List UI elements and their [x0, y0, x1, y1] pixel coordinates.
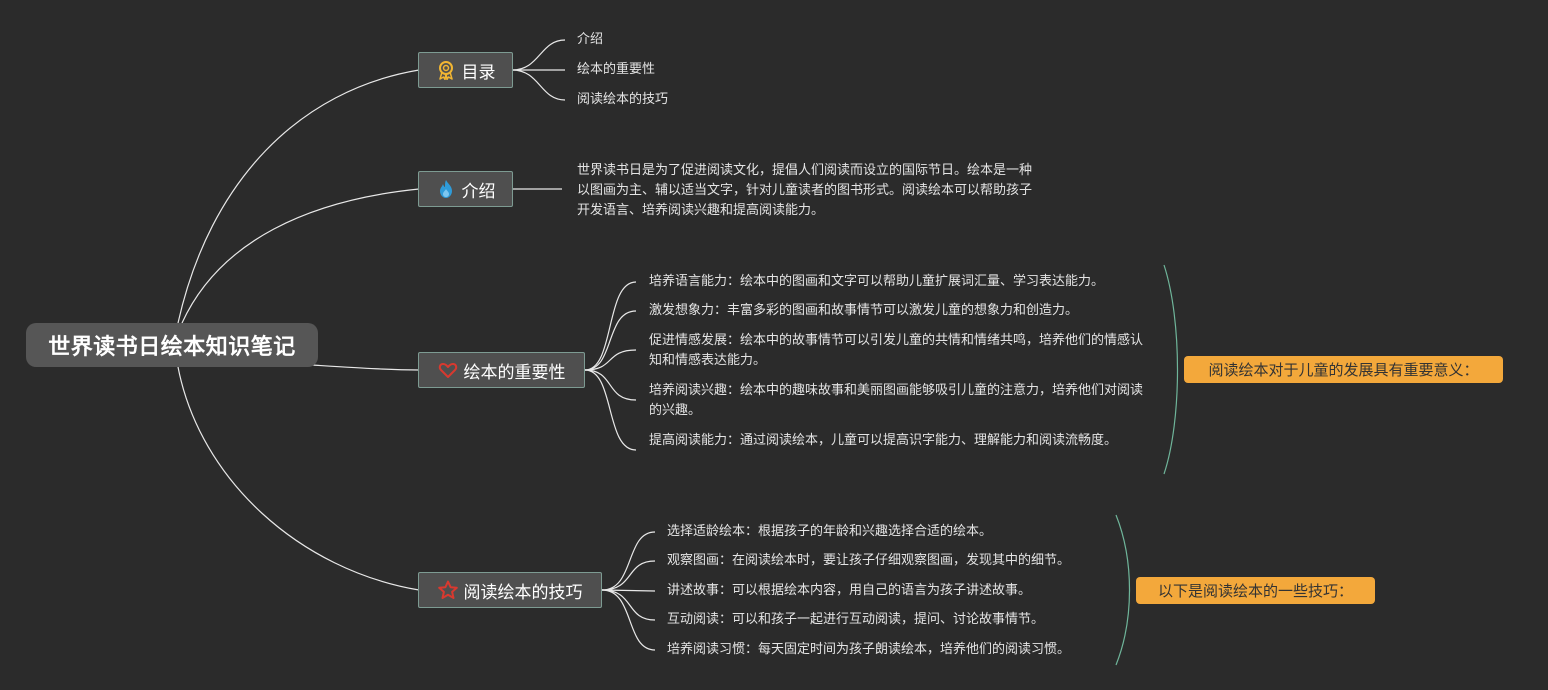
tips-summary-bracket: [1115, 514, 1131, 666]
branch-toc[interactable]: 目录: [418, 52, 513, 88]
tips-to-item5-line: [601, 589, 656, 651]
tips-item[interactable]: 培养阅读习惯：每天固定时间为孩子朗读绘本，培养他们的阅读习惯。: [667, 642, 1071, 657]
ribbon-badge-icon: [436, 60, 456, 80]
root-title: 世界读书日绘本知识笔记: [48, 335, 296, 360]
root-to-tips-line: [177, 366, 420, 591]
toc-item[interactable]: 介绍: [577, 32, 604, 47]
branch-tips-label: 阅读绘本的技巧: [463, 582, 583, 603]
imp-to-item5-line: [584, 369, 637, 451]
tips-to-item2-line: [601, 560, 656, 591]
tips-summary-text: 以下是阅读绘本的一些技巧：: [1157, 582, 1353, 600]
importance-item[interactable]: 激发想象力：丰富多彩的图画和故事情节可以激发儿童的想象力和创造力。: [649, 303, 1079, 318]
branch-intro[interactable]: 介绍: [418, 171, 513, 207]
intro-paragraph[interactable]: 世界读书日是为了促进阅读文化，提倡人们阅读而设立的国际节日。绘本是一种 以图画为…: [577, 161, 1077, 221]
importance-summary-note[interactable]: 阅读绘本对于儿童的发展具有重要意义：: [1184, 356, 1503, 383]
branch-importance[interactable]: 绘本的重要性: [418, 352, 585, 388]
imp-to-item3-line: [584, 349, 637, 371]
importance-item[interactable]: 培养语言能力：绘本中的图画和文字可以帮助儿童扩展词汇量、学习表达能力。: [649, 274, 1105, 289]
imp-to-item1-line: [584, 281, 637, 371]
branch-importance-label: 绘本的重要性: [463, 362, 566, 383]
toc-item[interactable]: 阅读绘本的技巧: [577, 92, 669, 107]
flame-icon: [436, 179, 456, 199]
tips-item[interactable]: 观察图画：在阅读绘本时，要让孩子仔细观察图画，发现其中的细节。: [667, 553, 1071, 568]
imp-to-item4-line: [584, 369, 637, 401]
tips-to-item3-line: [601, 589, 656, 592]
intro-line: 开发语言、培养阅读兴趣和提高阅读能力。: [577, 203, 825, 218]
root-to-intro-line: [181, 188, 420, 324]
imp-to-item2-line: [584, 310, 637, 371]
root-topic[interactable]: 世界读书日绘本知识笔记: [26, 323, 318, 367]
tips-item[interactable]: 互动阅读：可以和孩子一起进行互动阅读，提问、讨论故事情节。: [667, 612, 1045, 627]
heart-icon: [438, 360, 458, 380]
star-icon: [437, 580, 458, 600]
toc-to-item1-line: [511, 39, 566, 71]
intro-line: 以图画为主、辅以适当文字，针对儿童读者的图书形式。阅读绘本可以帮助孩子: [577, 183, 1033, 198]
tips-summary-note[interactable]: 以下是阅读绘本的一些技巧：: [1136, 577, 1375, 604]
branch-tips[interactable]: 阅读绘本的技巧: [418, 572, 602, 608]
importance-summary-bracket: [1163, 264, 1179, 475]
importance-item[interactable]: 提高阅读能力：通过阅读绘本，儿童可以提高识字能力、理解能力和阅读流畅度。: [649, 433, 1118, 448]
branch-toc-label: 目录: [461, 62, 496, 83]
toc-to-item3-line: [511, 69, 566, 101]
tips-to-item1-line: [601, 531, 656, 591]
toc-item[interactable]: 绘本的重要性: [577, 62, 656, 77]
tips-item[interactable]: 选择适龄绘本：根据孩子的年龄和兴趣选择合适的绘本。: [667, 524, 993, 539]
root-to-importance-line: [311, 364, 420, 371]
branch-intro-label: 介绍: [461, 181, 496, 202]
tips-item[interactable]: 讲述故事：可以根据绘本内容，用自己的语言为孩子讲述故事。: [667, 583, 1032, 598]
importance-summary-text: 阅读绘本对于儿童的发展具有重要意义：: [1208, 361, 1479, 379]
intro-line: 世界读书日是为了促进阅读文化，提倡人们阅读而设立的国际节日。绘本是一种: [577, 163, 1033, 178]
importance-item[interactable]: 培养阅读兴趣：绘本中的趣味故事和美丽图画能够吸引儿童的注意力，培养他们对阅读的兴…: [649, 383, 1144, 418]
root-to-toc-line: [177, 69, 420, 324]
tips-to-item4-line: [601, 589, 656, 621]
importance-item[interactable]: 促进情感发展：绘本中的故事情节可以引发儿童的共情和情绪共鸣，培养他们的情感认知和…: [649, 333, 1144, 368]
